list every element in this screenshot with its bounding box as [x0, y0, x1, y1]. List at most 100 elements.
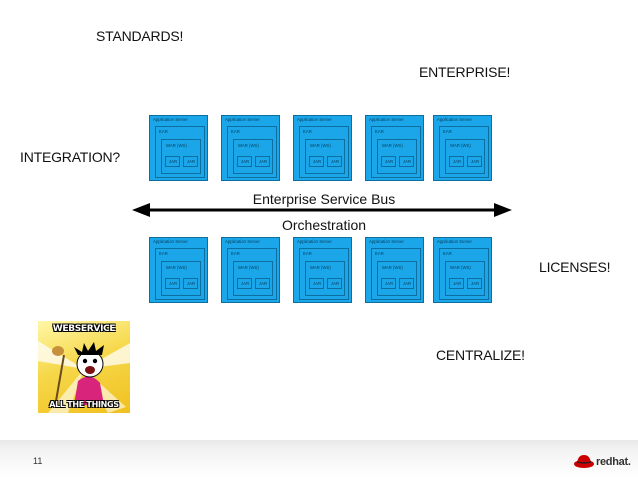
ear-label: EAR [303, 129, 312, 134]
server-label: Application Server [369, 239, 404, 244]
slide-footer [0, 440, 638, 479]
ear-label: EAR [231, 129, 240, 134]
label-centralize: CENTRALIZE! [436, 347, 525, 363]
meme-mouth [85, 366, 95, 374]
jar-box: JAR [309, 278, 324, 289]
war-box: WAR (WS) JAR JAR [445, 139, 485, 174]
war-box: WAR (WS) JAR JAR [377, 139, 417, 174]
war-label: WAR (WS) [310, 265, 331, 270]
server-label: Application Server [297, 117, 332, 122]
jar-box: JAR [381, 278, 396, 289]
bus-label: Enterprise Service Bus [252, 191, 396, 207]
ear-label: EAR [159, 251, 168, 256]
application-server: Application Server EAR WAR (WS) JAR JAR [149, 237, 208, 303]
jar-label: JAR [403, 159, 412, 164]
jar-box: JAR [165, 156, 180, 167]
war-label: WAR (WS) [450, 143, 471, 148]
server-label: Application Server [437, 117, 472, 122]
ear-label: EAR [443, 129, 452, 134]
ear-box: EAR WAR (WS) JAR JAR [227, 248, 277, 300]
jar-label: JAR [313, 281, 322, 286]
application-server: Application Server EAR WAR (WS) JAR JAR [221, 115, 280, 181]
ear-label: EAR [159, 129, 168, 134]
server-label: Application Server [437, 239, 472, 244]
jar-box: JAR [399, 156, 414, 167]
redhat-hat-band [576, 461, 592, 464]
meme-broom-head [52, 346, 64, 356]
jar-label: JAR [471, 281, 480, 286]
application-server: Application Server EAR WAR (WS) JAR JAR [149, 115, 208, 181]
meme-broom-handle [55, 354, 65, 402]
jar-box: JAR [237, 156, 252, 167]
jar-box: JAR [449, 278, 464, 289]
server-label: Application Server [153, 117, 188, 122]
meme-illustration [38, 341, 130, 413]
meme-image: WEBSERVICE ALL THE THINGS [38, 321, 130, 413]
jar-box: JAR [467, 156, 482, 167]
jar-box: JAR [327, 278, 342, 289]
war-label: WAR (WS) [382, 265, 403, 270]
jar-box: JAR [399, 278, 414, 289]
war-label: WAR (WS) [166, 265, 187, 270]
meme-body [74, 376, 104, 405]
server-label: Application Server [225, 239, 260, 244]
meme-eye [92, 358, 98, 364]
meme-eye [82, 358, 88, 364]
jar-box: JAR [165, 278, 180, 289]
jar-box: JAR [255, 278, 270, 289]
redhat-hat-icon [574, 455, 594, 468]
war-label: WAR (WS) [382, 143, 403, 148]
meme-top-text: WEBSERVICE [52, 324, 116, 334]
application-server: Application Server EAR WAR (WS) JAR JAR [293, 115, 352, 181]
bus-arrow-head-left [132, 203, 150, 217]
bus-arrow-head-right [494, 203, 512, 217]
jar-label: JAR [169, 159, 178, 164]
page-number: 11 [33, 456, 43, 466]
jar-label: JAR [259, 281, 268, 286]
war-box: WAR (WS) JAR JAR [233, 261, 273, 296]
label-licenses: LICENSES! [539, 259, 611, 275]
ear-box: EAR WAR (WS) JAR JAR [299, 248, 349, 300]
meme-ray [48, 369, 84, 413]
application-server: Application Server EAR WAR (WS) JAR JAR [433, 237, 492, 303]
jar-box: JAR [449, 156, 464, 167]
jar-label: JAR [241, 281, 250, 286]
jar-box: JAR [381, 156, 396, 167]
ear-label: EAR [231, 251, 240, 256]
jar-box: JAR [255, 156, 270, 167]
application-server: Application Server EAR WAR (WS) JAR JAR [293, 237, 352, 303]
jar-label: JAR [471, 159, 480, 164]
ear-box: EAR WAR (WS) JAR JAR [371, 248, 421, 300]
jar-label: JAR [187, 281, 196, 286]
jar-label: JAR [453, 281, 462, 286]
jar-label: JAR [385, 281, 394, 286]
war-box: WAR (WS) JAR JAR [305, 139, 345, 174]
jar-label: JAR [313, 159, 322, 164]
war-box: WAR (WS) JAR JAR [445, 261, 485, 296]
ear-box: EAR WAR (WS) JAR JAR [439, 248, 489, 300]
jar-box: JAR [183, 156, 198, 167]
ear-label: EAR [375, 129, 384, 134]
orchestration-label: Orchestration [281, 217, 367, 233]
brand-logo-text: redhat. [596, 456, 631, 468]
ear-label: EAR [375, 251, 384, 256]
ear-box: EAR WAR (WS) JAR JAR [371, 126, 421, 178]
war-box: WAR (WS) JAR JAR [377, 261, 417, 296]
jar-label: JAR [169, 281, 178, 286]
war-label: WAR (WS) [238, 265, 259, 270]
ear-label: EAR [443, 251, 452, 256]
jar-box: JAR [467, 278, 482, 289]
war-box: WAR (WS) JAR JAR [233, 139, 273, 174]
application-server: Application Server EAR WAR (WS) JAR JAR [365, 237, 424, 303]
ear-box: EAR WAR (WS) JAR JAR [299, 126, 349, 178]
ear-box: EAR WAR (WS) JAR JAR [155, 126, 205, 178]
meme-bottom-text: ALL THE THINGS [49, 400, 119, 409]
war-label: WAR (WS) [450, 265, 471, 270]
server-label: Application Server [297, 239, 332, 244]
ear-box: EAR WAR (WS) JAR JAR [439, 126, 489, 178]
redhat-hat-crown [577, 455, 591, 463]
jar-box: JAR [327, 156, 342, 167]
label-enterprise: ENTERPRISE! [419, 64, 511, 80]
jar-label: JAR [187, 159, 196, 164]
